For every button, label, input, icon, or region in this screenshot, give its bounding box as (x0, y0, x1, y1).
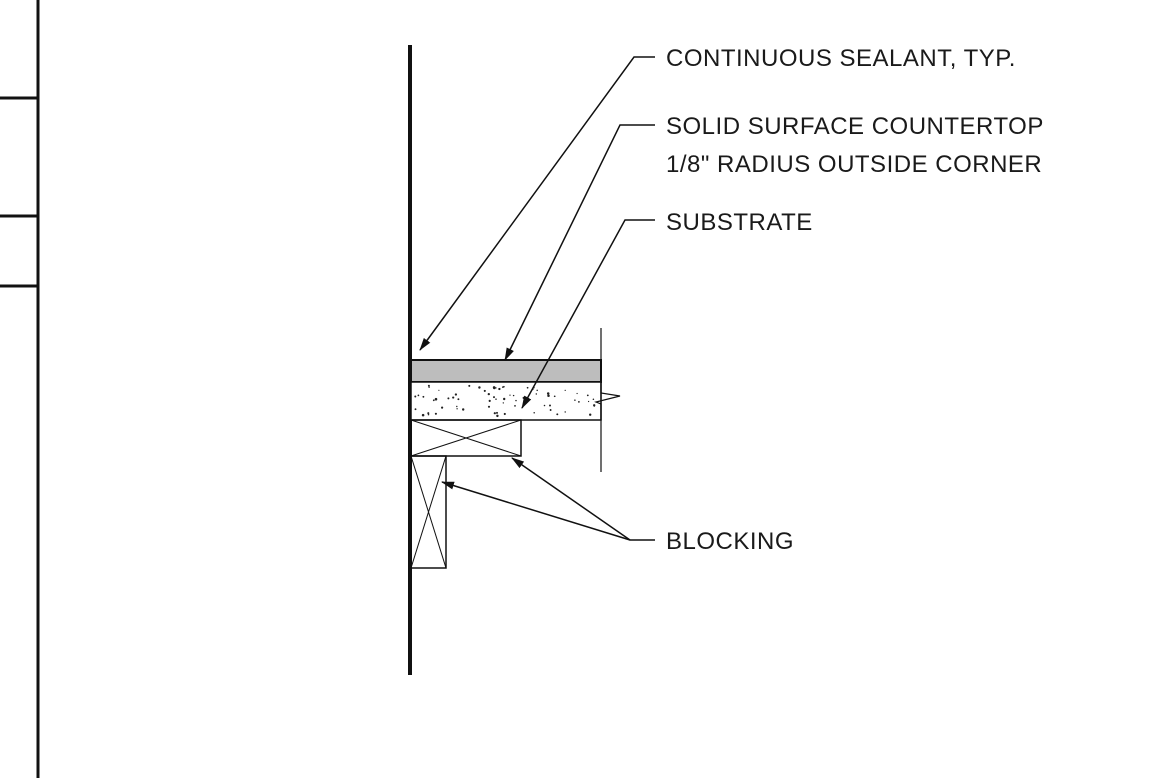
substrate-speckle (514, 405, 516, 407)
substrate-speckle (509, 394, 511, 396)
substrate-speckle (553, 395, 556, 398)
substrate-speckle (564, 389, 566, 392)
substrate-speckle (495, 398, 497, 400)
substrate-leader (521, 219, 655, 409)
solid-surface-countertop (410, 359, 602, 383)
substrate-speckle (549, 404, 551, 407)
sealant-callout: CONTINUOUS SEALANT, TYP. (666, 45, 1016, 72)
countertop-leader (504, 124, 655, 361)
substrate-speckle (462, 408, 465, 411)
substrate-speckle (535, 393, 538, 395)
substrate-speckle (478, 386, 481, 389)
substrate-speckle (452, 396, 455, 399)
substrate-speckle (493, 412, 496, 415)
sheet-border (0, 0, 40, 778)
substrate-speckle (493, 396, 495, 399)
substrate-speckle (578, 401, 580, 403)
substrate-speckle (533, 412, 535, 414)
substrate-speckle (592, 398, 595, 401)
substrate-speckle (432, 399, 435, 402)
substrate-speckle (487, 392, 490, 396)
blocking-leaders (441, 457, 655, 541)
substrate-speckle (546, 392, 550, 395)
substrate-speckle (522, 396, 525, 400)
substrate-speckle (487, 405, 491, 408)
substrate-speckle (547, 394, 550, 398)
vertical-blocking (410, 455, 447, 569)
substrate-speckle (576, 392, 578, 395)
substrate-layer (410, 381, 602, 421)
countertop-callout-line1: SOLID SURFACE COUNTERTOP (666, 113, 1044, 140)
substrate-speckle (495, 411, 499, 414)
substrate-speckle (495, 387, 497, 389)
horizontal-blocking (410, 419, 522, 457)
substrate-speckle (483, 389, 486, 392)
substrate-speckle (457, 398, 460, 401)
substrate-speckle (526, 386, 529, 389)
substrate-speckle (536, 389, 538, 392)
substrate-speckle (515, 399, 517, 402)
substrate-speckle (434, 397, 438, 401)
substrate-speckle (456, 408, 458, 410)
substrate-speckle (421, 413, 425, 417)
substrate-speckle (454, 393, 458, 396)
substrate-speckle (503, 397, 506, 401)
substrate-speckle (427, 384, 430, 387)
substrate-speckle (589, 413, 592, 416)
substrate-speckle (417, 394, 420, 397)
substrate-speckle (488, 399, 491, 402)
substrate-speckle (564, 411, 566, 413)
substrate-speckle (427, 412, 430, 415)
substrate-speckle (512, 394, 515, 397)
substrate-speckle (427, 413, 430, 416)
sealant-leader (419, 56, 655, 351)
substrate-speckle (502, 386, 504, 388)
substrate-speckle (593, 405, 596, 407)
substrate-speckle (414, 408, 417, 411)
substrate-speckle (468, 384, 471, 387)
substrate-speckle (496, 414, 499, 418)
substrate-speckle (434, 412, 437, 415)
blocking-callout: BLOCKING (666, 528, 794, 555)
substrate-speckle (586, 394, 589, 397)
substrate-speckle (492, 386, 496, 389)
substrate-speckle (549, 409, 552, 411)
substrate-callout: SUBSTRATE (666, 209, 813, 236)
substrate-speckle (414, 395, 417, 398)
substrate-speckle (503, 412, 506, 416)
substrate-speckle (456, 405, 458, 408)
substrate-speckle (422, 395, 425, 398)
countertop-callout-line2: 1/8" RADIUS OUTSIDE CORNER (666, 151, 1042, 178)
substrate-speckle (556, 413, 559, 416)
substrate-speckle (428, 386, 430, 388)
substrate-speckle (438, 389, 440, 391)
substrate-speckle (502, 402, 504, 404)
substrate-speckle (447, 397, 450, 400)
substrate-speckle (543, 404, 546, 407)
substrate-speckle (587, 400, 590, 403)
substrate-speckle (498, 387, 501, 391)
substrate-speckle (574, 399, 576, 401)
substrate-speckle (441, 406, 444, 409)
